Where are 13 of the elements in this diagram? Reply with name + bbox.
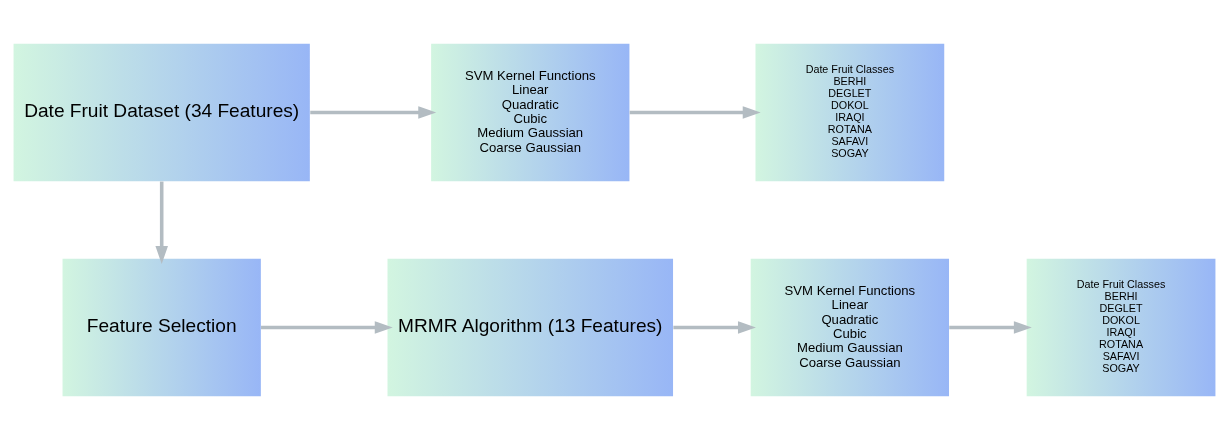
node-box: MRMR Algorithm (13 Features) xyxy=(387,258,674,397)
node-box: Feature Selection xyxy=(62,258,261,397)
node-box: Date Fruit Dataset (34 Features) xyxy=(13,43,310,182)
arrow xyxy=(673,321,756,334)
arrow xyxy=(155,181,168,265)
arrow xyxy=(949,321,1032,334)
node-box: Date Fruit Classes BERHI DEGLET DOKOL IRAQI ROTANA SAFAVI SOGAY xyxy=(755,43,945,182)
node-box: Date Fruit Classes BERHI DEGLET DOKOL IRAQI ROTANA SAFAVI SOGAY xyxy=(1026,258,1216,397)
node-box: SVM Kernel Functions Linear Quadratic Cubic Medium Gaussian Coarse Gaussian xyxy=(431,43,630,182)
arrow xyxy=(629,106,761,119)
node-box: SVM Kernel Functions Linear Quadratic Cubic Medium Gaussian Coarse Gaussian xyxy=(750,258,949,397)
arrow xyxy=(261,321,393,334)
arrow xyxy=(310,106,437,119)
